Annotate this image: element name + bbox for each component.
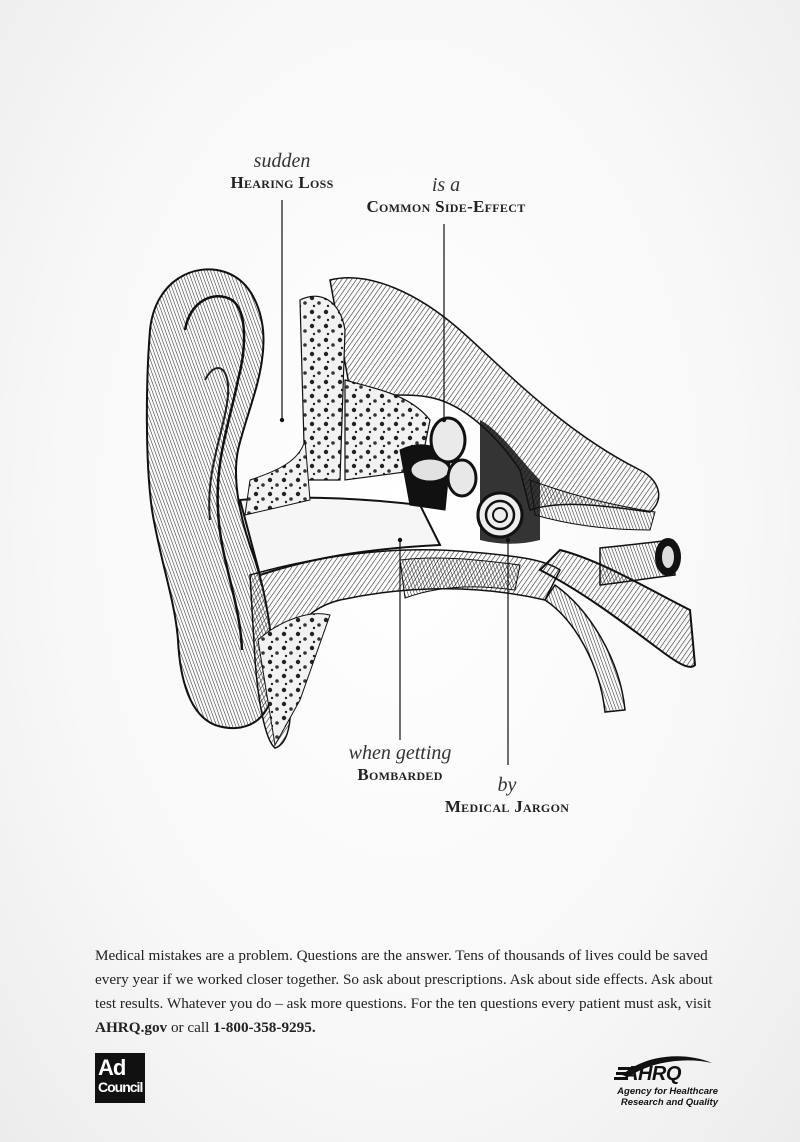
label-common-side-effect-text: Common Side-Effect <box>366 197 526 216</box>
phone-number: 1-800-358-9295. <box>213 1019 316 1036</box>
ahrq-logo: AHRQ Agency for Healthcare Research and … <box>606 1053 718 1108</box>
label-by-text: by <box>497 774 517 796</box>
body-copy: Medical mistakes are a problem. Question… <box>95 944 715 1040</box>
label-common-side-effect: is a Common Side-Effect <box>348 174 544 217</box>
label-sudden-text: sudden <box>253 150 311 172</box>
ad-council-line2: Council <box>98 1079 143 1095</box>
body-copy-connector: or call <box>170 1019 210 1036</box>
body-copy-text: Medical mistakes are a problem. Question… <box>95 947 713 1012</box>
callout-lines <box>281 200 509 765</box>
label-medical-jargon-text: Medical Jargon <box>444 797 570 816</box>
label-hearing-loss-text: Hearing Loss <box>230 173 334 192</box>
ad-council-logo: Ad Council <box>95 1053 145 1103</box>
ahrq-wordmark: AHRQ <box>624 1063 681 1085</box>
label-bombarded-text: Bombarded <box>357 765 443 784</box>
website-link[interactable]: AHRQ.gov <box>95 1019 168 1036</box>
label-is-a-text: is a <box>431 174 461 196</box>
ahrq-tagline-line2: Research and Quality <box>620 1097 718 1108</box>
label-hearing-loss: sudden Hearing Loss <box>212 150 352 193</box>
label-bombarded: when getting Bombarded <box>332 742 468 785</box>
label-when-getting-text: when getting <box>348 742 452 764</box>
ahrq-swoosh-icon <box>614 1056 712 1080</box>
ahrq-tagline-line1: Agency for Healthcare <box>617 1086 718 1097</box>
ad-council-line1: Ad <box>98 1055 126 1080</box>
label-medical-jargon: by Medical Jargon <box>430 774 584 817</box>
